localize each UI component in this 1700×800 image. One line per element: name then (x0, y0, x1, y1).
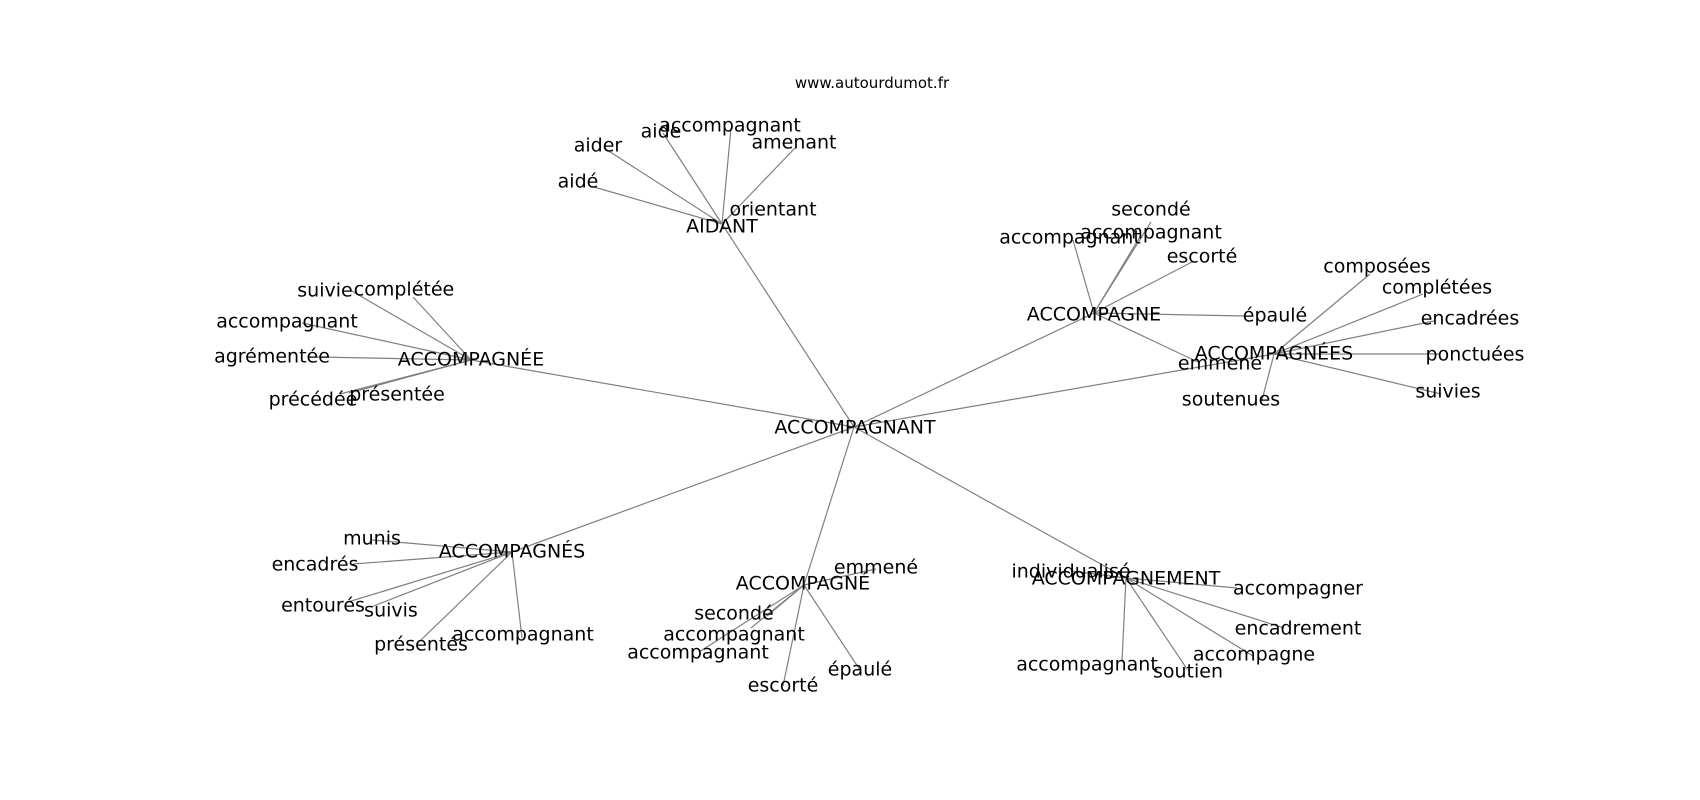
edge-root-aidant (721, 223, 855, 428)
leaf-node-accompagnant: accompagnant (452, 624, 594, 646)
leaf-node-epaule: épaulé (1243, 305, 1307, 327)
edge-accompagne-escorte (1093, 261, 1193, 314)
leaf-node-presentes: présentés (374, 634, 468, 656)
edge-accompagnee-completee (412, 296, 472, 361)
leaf-node-aide: aide (641, 121, 682, 143)
edge-accompagnees-soutenues (1261, 353, 1275, 401)
leaf-node-accompagnant: accompagnant (663, 624, 805, 646)
edge-accompagnement-encadrement (1125, 577, 1285, 629)
leaf-node-accompagne: accompagne (1193, 644, 1315, 666)
edge-accompagnes-encadres (352, 551, 513, 565)
hub-node-aidant: AIDANT (686, 216, 758, 238)
leaf-node-accompagnant: accompagnant (999, 227, 1141, 249)
edge-aidant-aider (603, 147, 723, 225)
edge-root-accompagnement (853, 426, 1127, 579)
leaf-node-accompagnant: accompagnant (216, 311, 358, 333)
edge-root-accompagnee (470, 359, 855, 428)
leaf-node-suivie: suivie (297, 280, 352, 302)
edge-accompagnee-suivie (349, 289, 472, 361)
leaf-node-aide: aidé (558, 171, 599, 193)
leaf-node-entoures: entourés (281, 595, 365, 617)
edges (301, 127, 1442, 687)
labels: ACCOMPAGNANTAIDANTaidéaideraideaccompagn… (214, 115, 1524, 697)
leaf-node-aider: aider (574, 135, 623, 157)
edge-accompagnee-accompagnant (301, 322, 472, 361)
edge-accompagne-accompagnant (1093, 234, 1142, 314)
leaf-node-accompagner: accompagner (1233, 578, 1363, 600)
leaf-node-ponctuees: ponctuées (1426, 344, 1525, 366)
leaf-node-individualise: individualisé (1011, 561, 1130, 583)
edge-accompagne-accompagnant (698, 584, 805, 653)
edge-accompagne-accompagnant (1072, 239, 1095, 314)
hub-node-accompagnement: ACCOMPAGNEMENT (1032, 568, 1221, 590)
hub-node-accompagne: ACCOMPAGNE (1027, 304, 1161, 326)
hub-node-accompagne: ACCOMPAGNÉ (736, 572, 870, 595)
leaf-node-orientant: orientant (729, 199, 816, 221)
leaf-node-seconde: secondé (1111, 199, 1190, 221)
leaf-node-accompagnant: accompagnant (627, 642, 769, 664)
site-watermark: www.autourdumot.fr (795, 74, 950, 92)
leaf-node-suivis: suivis (364, 600, 418, 622)
edge-accompagnement-accompagner (1125, 577, 1238, 589)
edge-root-accompagne (853, 312, 1095, 428)
leaf-node-emmene: emmené (1178, 353, 1262, 375)
leaf-node-accompagnant: accompagnant (1080, 222, 1222, 244)
edge-root-accompagnes (511, 426, 855, 553)
edge-accompagne-escorte (782, 584, 805, 687)
leaf-node-emmene: emmené (834, 557, 918, 579)
leaf-node-seconde: secondé (694, 603, 773, 625)
edge-accompagnement-accompagne (1125, 577, 1254, 657)
leaf-node-encadrees: encadrées (1421, 308, 1520, 330)
leaf-node-completee: complétée (354, 279, 454, 301)
leaf-node-presentee: présentée (349, 384, 445, 406)
leaf-node-composees: composées (1323, 256, 1430, 278)
leaf-node-munis: munis (343, 528, 401, 550)
edge-accompagnes-munis (371, 539, 513, 553)
edge-accompagnees-composees (1273, 273, 1371, 355)
edge-accompagne-emmene (1093, 312, 1201, 364)
edge-accompagne-epaule (1093, 312, 1246, 317)
edge-accompagnee-presentee (348, 359, 472, 394)
leaf-node-amenant: amenant (751, 132, 836, 154)
edge-accompagnes-presentes (420, 551, 513, 641)
leaf-node-escorte: escorté (1167, 246, 1238, 268)
edge-root-accompagnees (853, 353, 1275, 428)
edge-aidant-aide (593, 186, 723, 225)
hub-node-accompagnees: ACCOMPAGNÉES (1195, 342, 1353, 365)
edge-aidant-orientant (721, 210, 736, 225)
leaf-node-precedee: précédée (269, 389, 358, 411)
edge-accompagnement-individualise (1070, 570, 1127, 579)
leaf-node-soutien: soutien (1153, 661, 1223, 683)
edge-accompagnement-accompagnant (1121, 577, 1127, 662)
leaf-node-encadres: encadrés (272, 554, 359, 576)
leaf-node-suivies: suivies (1415, 381, 1480, 403)
leaf-node-soutenues: soutenues (1182, 389, 1280, 411)
leaf-node-escorte: escorté (748, 675, 819, 697)
edge-accompagnee-agrementee (316, 356, 472, 361)
edge-accompagnes-suivis (370, 551, 513, 608)
edge-accompagnement-soutien (1125, 577, 1188, 670)
leaf-node-accompagnant: accompagnant (1016, 654, 1158, 676)
leaf-node-epaule: épaulé (828, 659, 892, 681)
edge-root-accompagne (803, 426, 855, 586)
leaf-node-completees: complétées (1382, 277, 1492, 299)
root-node-label: ACCOMPAGNANT (774, 417, 936, 439)
hub-node-accompagnes: ACCOMPAGNÉS (439, 540, 585, 563)
edge-aidant-aide (662, 132, 723, 225)
edge-accompagnes-accompagnant (511, 551, 523, 639)
edge-accompagnes-entoures (347, 551, 513, 603)
edge-accompagne-accompagnant (750, 584, 805, 629)
edge-accompagnees-suivies (1273, 353, 1442, 395)
edge-accompagne-emmene (803, 568, 877, 586)
hub-node-accompagnee: ACCOMPAGNÉE (398, 348, 544, 371)
leaf-node-agrementee: agrémentée (214, 346, 330, 368)
edge-accompagnees-encadrees (1273, 320, 1435, 355)
edge-accompagnees-completees (1273, 293, 1424, 355)
leaf-node-accompagnant: accompagnant (659, 115, 801, 137)
leaf-node-encadrement: encadrement (1235, 618, 1362, 640)
edge-accompagne-epaule (803, 584, 861, 671)
edge-aidant-accompagnant (721, 127, 732, 225)
